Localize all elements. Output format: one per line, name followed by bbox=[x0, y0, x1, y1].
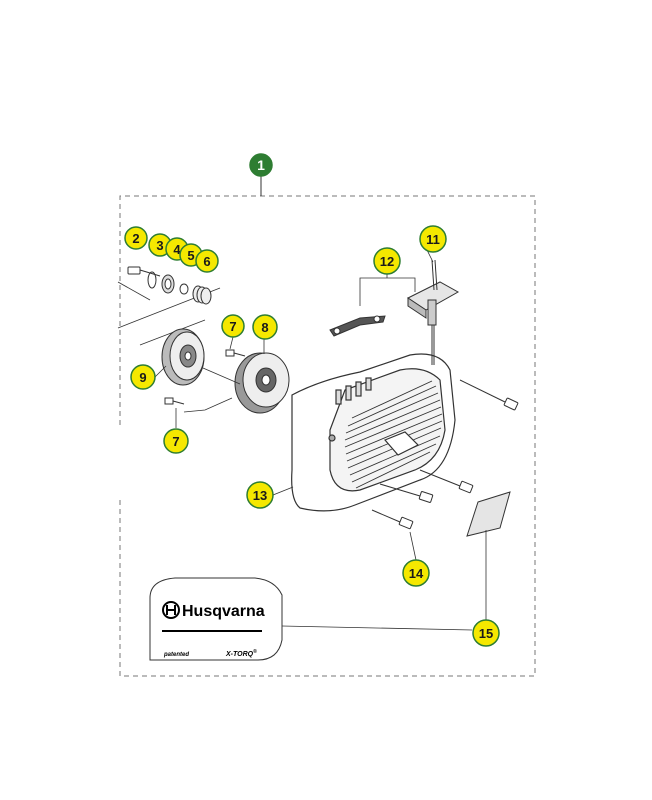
callout-line-14 bbox=[409, 531, 417, 561]
spring-housing-part bbox=[234, 352, 290, 414]
svg-text:11: 11 bbox=[426, 232, 440, 247]
svg-text:7: 7 bbox=[229, 319, 236, 334]
callout-13[interactable]: 13 bbox=[246, 481, 274, 509]
svg-text:2: 2 bbox=[132, 231, 139, 246]
leader-7b bbox=[183, 397, 233, 413]
screw-parts-7 bbox=[164, 349, 246, 405]
callout-7b[interactable]: 7 bbox=[163, 428, 189, 454]
starter-cover-part bbox=[291, 353, 456, 512]
callout-14[interactable]: 14 bbox=[402, 559, 430, 587]
callout-line-9 bbox=[154, 365, 167, 378]
callout-6[interactable]: 6 bbox=[195, 249, 219, 273]
callout-line-7a bbox=[229, 336, 234, 350]
svg-text:14: 14 bbox=[409, 566, 424, 581]
assembly-boundary bbox=[119, 195, 536, 677]
svg-text:13: 13 bbox=[253, 488, 267, 503]
clip-part bbox=[329, 315, 386, 337]
svg-text:6: 6 bbox=[203, 254, 210, 269]
small-parts-stack bbox=[127, 266, 212, 305]
pulley-part bbox=[161, 328, 205, 386]
svg-text:7: 7 bbox=[172, 434, 179, 449]
leader-8 bbox=[202, 367, 241, 385]
svg-text:4: 4 bbox=[173, 242, 181, 257]
callout-9[interactable]: 9 bbox=[130, 364, 156, 390]
callout-line-13 bbox=[272, 486, 294, 496]
callout-7a[interactable]: 7 bbox=[221, 314, 245, 338]
callout-15[interactable]: 15 bbox=[472, 619, 500, 647]
callout-8[interactable]: 8 bbox=[252, 314, 278, 340]
svg-text:12: 12 bbox=[380, 254, 394, 269]
svg-text:9: 9 bbox=[139, 370, 146, 385]
svg-text:1: 1 bbox=[257, 157, 265, 173]
decal-xtorq: X-TORQ® bbox=[225, 648, 257, 658]
callout-1[interactable]: 1 bbox=[249, 153, 273, 177]
callout-line-12 bbox=[359, 277, 416, 306]
handle-part bbox=[407, 259, 460, 365]
screw-parts-14 bbox=[371, 379, 519, 530]
svg-text:15: 15 bbox=[479, 626, 493, 641]
callout-2[interactable]: 2 bbox=[124, 226, 148, 250]
label-plate-part bbox=[466, 491, 511, 537]
callout-line-11 bbox=[426, 249, 434, 263]
svg-text:5: 5 bbox=[187, 248, 194, 263]
callout-11[interactable]: 11 bbox=[419, 225, 447, 253]
callout-12[interactable]: 12 bbox=[373, 247, 401, 275]
decal: Husqvarna patented X-TORQ® bbox=[149, 577, 283, 661]
svg-text:8: 8 bbox=[261, 320, 268, 335]
decal-patented: patented bbox=[163, 652, 189, 658]
svg-text:3: 3 bbox=[156, 238, 163, 253]
decal-brand: Husqvarna bbox=[182, 603, 265, 620]
husqvarna-crown-icon bbox=[162, 601, 180, 619]
leader-15 bbox=[281, 625, 473, 631]
